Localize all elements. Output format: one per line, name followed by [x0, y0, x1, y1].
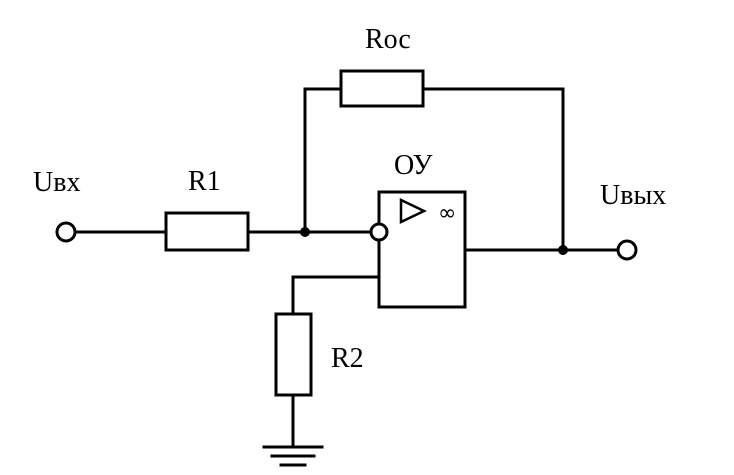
- infinity-gain-symbol: ∞: [438, 201, 456, 226]
- label-output-voltage: Uвых: [600, 180, 666, 211]
- junction-dot-input: [300, 227, 310, 237]
- wires: [72, 87, 620, 449]
- wire-noninverting-to-r2: [291, 275, 381, 316]
- ground-icon: [262, 445, 324, 467]
- output-terminal: [616, 239, 638, 261]
- junction-dot-output: [558, 245, 568, 255]
- label-roc: Rос: [365, 24, 411, 55]
- resistor-r2: [274, 312, 313, 397]
- wire-feedback-right: [421, 87, 565, 252]
- amplifier-triangle-icon: [399, 198, 427, 224]
- op-amp: ∞: [377, 190, 467, 309]
- label-r2: R2: [331, 343, 364, 374]
- resistor-roc: [339, 69, 425, 108]
- resistor-r1: [164, 211, 250, 252]
- label-opamp: ОУ: [394, 150, 433, 181]
- inverting-input-terminal: [369, 222, 389, 242]
- input-terminal: [55, 221, 77, 243]
- label-r1: R1: [188, 166, 221, 197]
- label-input-voltage: Uвх: [33, 167, 80, 198]
- wire-feedback-left: [303, 87, 343, 234]
